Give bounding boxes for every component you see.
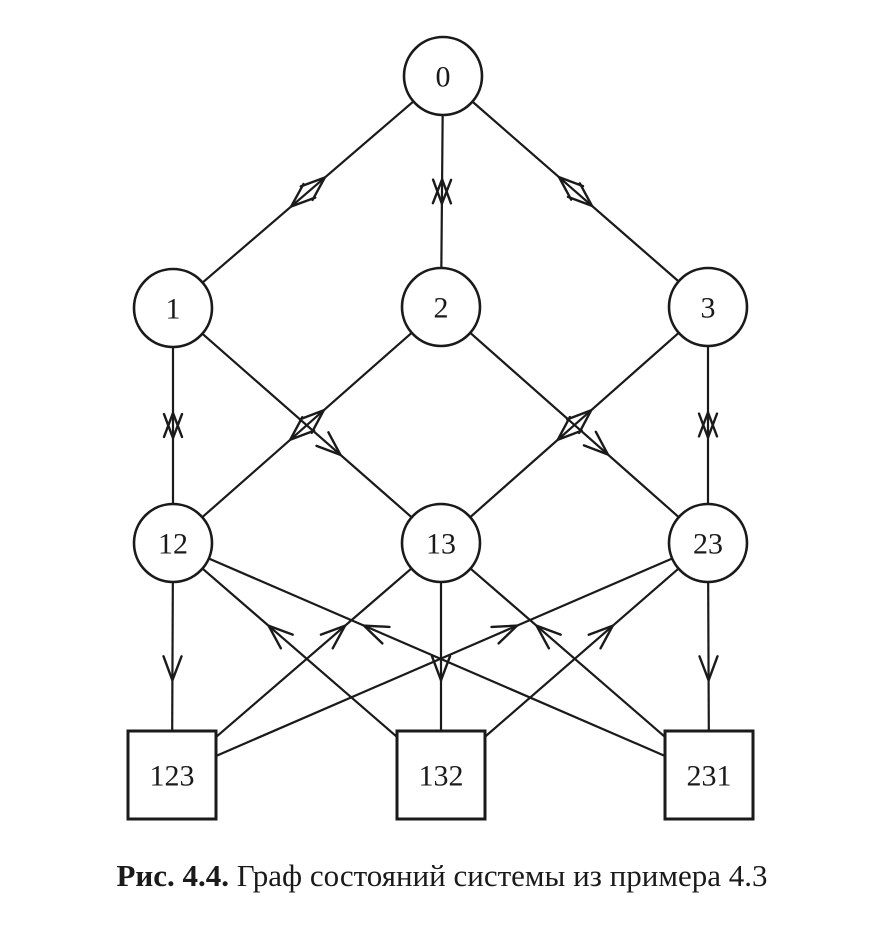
edge-12-2 [201, 331, 413, 519]
node-square [395, 729, 487, 821]
node-13: 13 [400, 502, 482, 584]
edge-231-12 [208, 557, 666, 757]
node-label: 123 [150, 760, 195, 793]
edge-line [215, 557, 673, 757]
node-123: 123 [126, 729, 218, 821]
edge-line [171, 581, 174, 732]
edge-line [707, 581, 710, 732]
arrowhead-forward [490, 624, 521, 645]
edge-13-132 [430, 582, 452, 731]
edge-0-1 [201, 100, 415, 284]
edge-line [201, 100, 415, 284]
arrowhead-forward [319, 623, 348, 650]
arrowhead-forward [288, 182, 317, 209]
figure-caption: Рис. 4.4. Граф состояний системы из прим… [0, 858, 884, 894]
node-label: 231 [687, 760, 732, 793]
arrowhead-backward [431, 175, 453, 205]
arrowhead-backward [697, 408, 719, 438]
arrowhead-forward [360, 624, 391, 645]
node-2: 2 [400, 266, 482, 348]
edge-line [201, 331, 413, 519]
arrowhead-forward [534, 623, 562, 650]
edge-12-123 [162, 581, 183, 732]
edge-line [208, 557, 666, 757]
node-label: 0 [436, 61, 451, 94]
edge-231-13 [469, 567, 666, 738]
edge-132-12 [201, 567, 398, 738]
arrowhead-forward [566, 182, 595, 209]
arrowhead-backward [555, 415, 583, 443]
arrowhead-forward [162, 412, 184, 442]
arrowhead-forward [566, 407, 594, 435]
node-square [663, 729, 755, 821]
edge-0-2 [431, 114, 453, 269]
arrowhead-forward [698, 655, 719, 684]
node-circle [402, 35, 484, 117]
edge-line [469, 567, 666, 738]
arrowhead-backward [556, 174, 585, 201]
edge-line [469, 332, 680, 518]
node-label: 12 [158, 528, 188, 561]
edge-123-23 [215, 557, 673, 757]
arrowhead-forward [315, 431, 344, 458]
node-0: 0 [402, 35, 484, 117]
edge-0-3 [471, 100, 680, 283]
node-circle [400, 266, 482, 348]
edge-line [215, 567, 413, 738]
arrowhead-forward [298, 407, 327, 435]
arrowhead-backward [287, 415, 316, 443]
arrowhead-forward [697, 412, 719, 442]
node-3: 3 [667, 266, 749, 348]
node-square [126, 729, 218, 821]
edge-line [201, 567, 398, 738]
figure-caption-label: Рис. 4.4. [116, 858, 230, 893]
edge-line [471, 100, 680, 283]
node-circle [667, 502, 749, 584]
node-231: 231 [663, 729, 755, 821]
edge-13-3 [469, 332, 680, 518]
arrowhead-forward [162, 655, 183, 684]
node-label: 23 [693, 528, 723, 561]
node-circle [132, 502, 214, 584]
arrowhead-forward [266, 623, 294, 650]
node-1: 1 [132, 267, 214, 349]
arrowhead-forward [430, 655, 452, 684]
node-23: 23 [667, 502, 749, 584]
edges-layer [162, 100, 719, 757]
node-circle [667, 266, 749, 348]
edge-line [440, 114, 444, 269]
edge-132-23 [484, 567, 680, 738]
arrowhead-forward [431, 178, 453, 208]
node-label: 3 [701, 292, 716, 325]
edge-1-12 [162, 347, 184, 504]
node-circle [132, 267, 214, 349]
arrowhead-backward [162, 409, 184, 439]
node-label: 132 [419, 760, 464, 793]
edge-line [484, 567, 680, 738]
node-circle [400, 502, 482, 584]
edge-23-231 [698, 581, 719, 732]
arrowhead-forward [587, 623, 616, 650]
node-label: 13 [426, 528, 456, 561]
arrowhead-backward [299, 175, 328, 202]
edge-3-23 [697, 346, 719, 504]
node-label: 1 [166, 293, 181, 326]
node-132: 132 [395, 729, 487, 821]
arrowhead-forward [582, 430, 611, 457]
node-12: 12 [132, 502, 214, 584]
node-label: 2 [434, 292, 449, 325]
figure-caption-text: Граф состояний системы из примера 4.3 [236, 858, 768, 893]
edge-123-13 [215, 567, 413, 738]
